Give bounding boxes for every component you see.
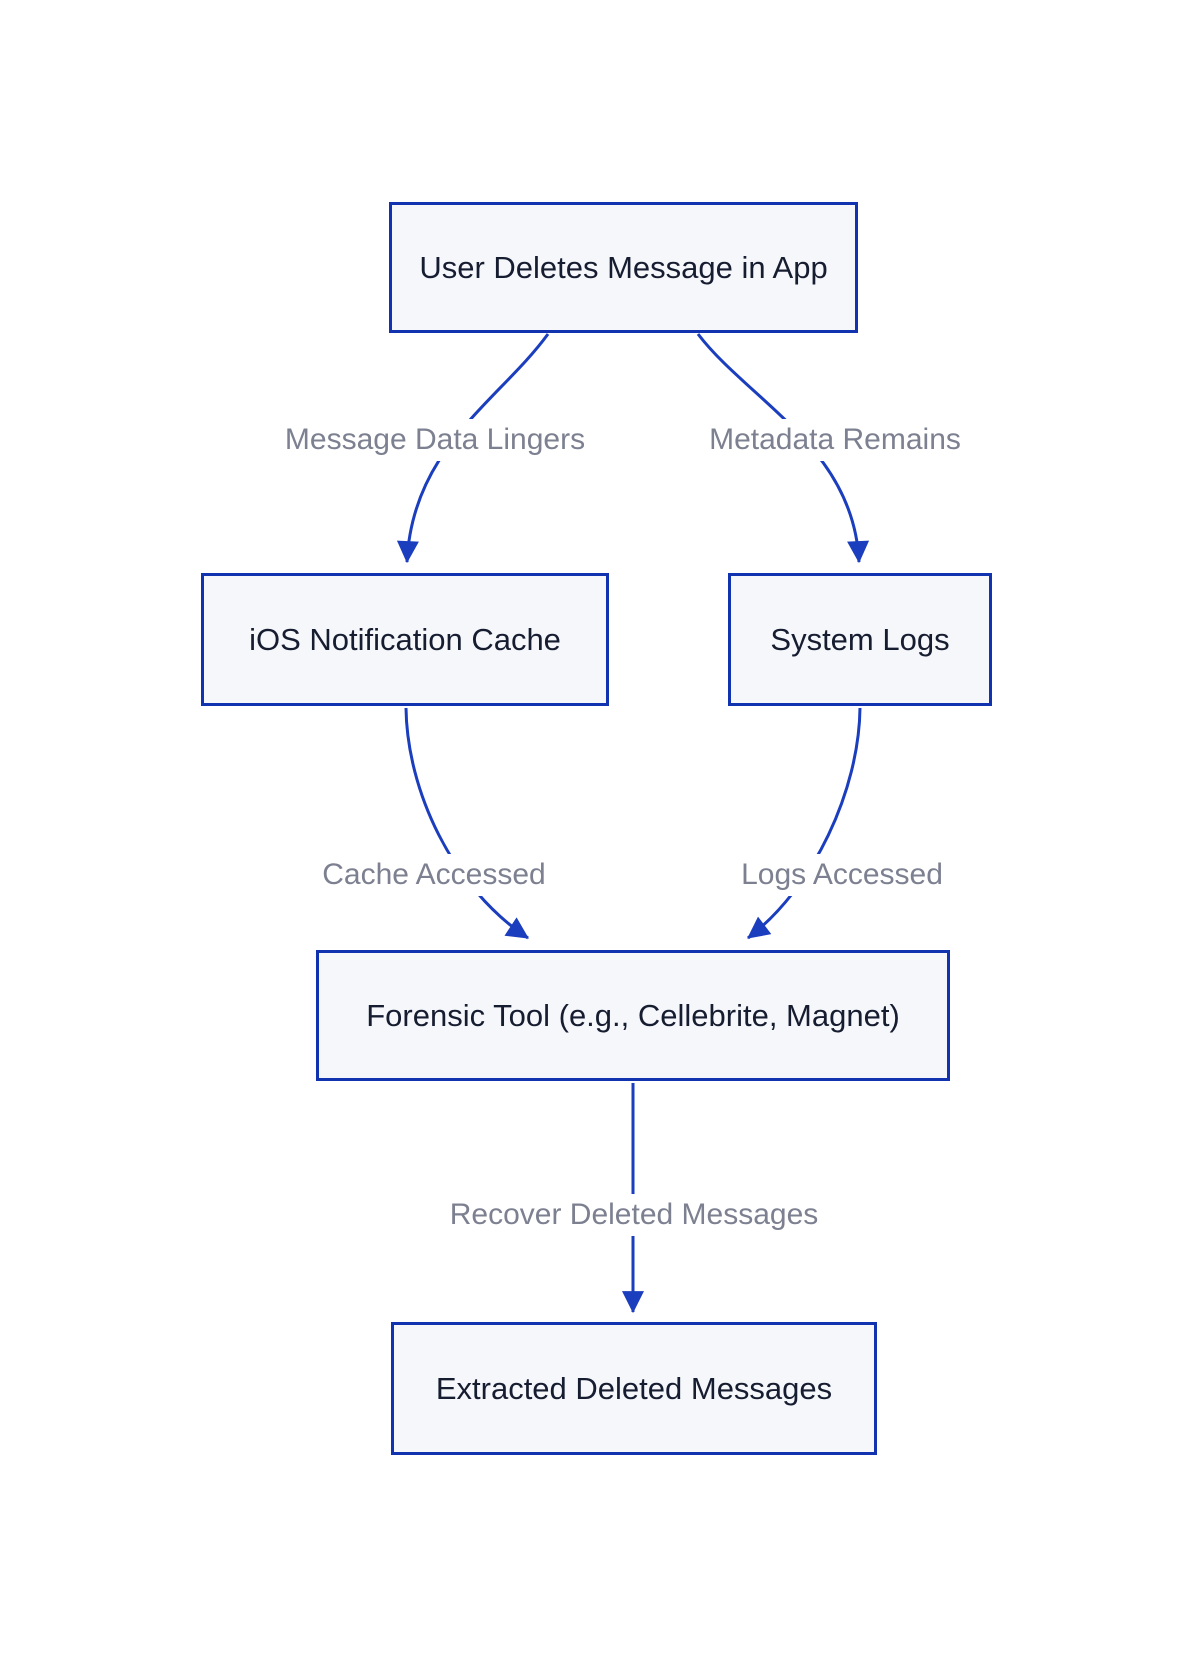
edge-label-metadata-remains: Metadata Remains bbox=[701, 419, 969, 461]
node-extracted-deleted-messages: Extracted Deleted Messages bbox=[391, 1322, 877, 1455]
node-system-logs-label: System Logs bbox=[770, 621, 950, 657]
node-ios-notification-cache-label: iOS Notification Cache bbox=[249, 621, 561, 657]
node-user-deletes-message: User Deletes Message in App bbox=[389, 202, 858, 333]
node-system-logs: System Logs bbox=[728, 573, 992, 706]
node-ios-notification-cache: iOS Notification Cache bbox=[201, 573, 609, 706]
node-user-deletes-message-label: User Deletes Message in App bbox=[419, 249, 828, 285]
edge-label-message-data-lingers: Message Data Lingers bbox=[276, 419, 594, 461]
edge-label-cache-accessed: Cache Accessed bbox=[314, 854, 554, 896]
node-forensic-tool: Forensic Tool (e.g., Cellebrite, Magnet) bbox=[316, 950, 950, 1081]
edge-system-logs-to-forensic-tool bbox=[747, 707, 862, 940]
edge-label-recover-deleted-messages: Recover Deleted Messages bbox=[441, 1194, 827, 1236]
edge-notification-cache-to-forensic-tool bbox=[404, 707, 529, 940]
edge-label-logs-accessed: Logs Accessed bbox=[733, 854, 951, 896]
node-extracted-deleted-messages-label: Extracted Deleted Messages bbox=[435, 1370, 833, 1406]
node-forensic-tool-label: Forensic Tool (e.g., Cellebrite, Magnet) bbox=[366, 997, 900, 1033]
